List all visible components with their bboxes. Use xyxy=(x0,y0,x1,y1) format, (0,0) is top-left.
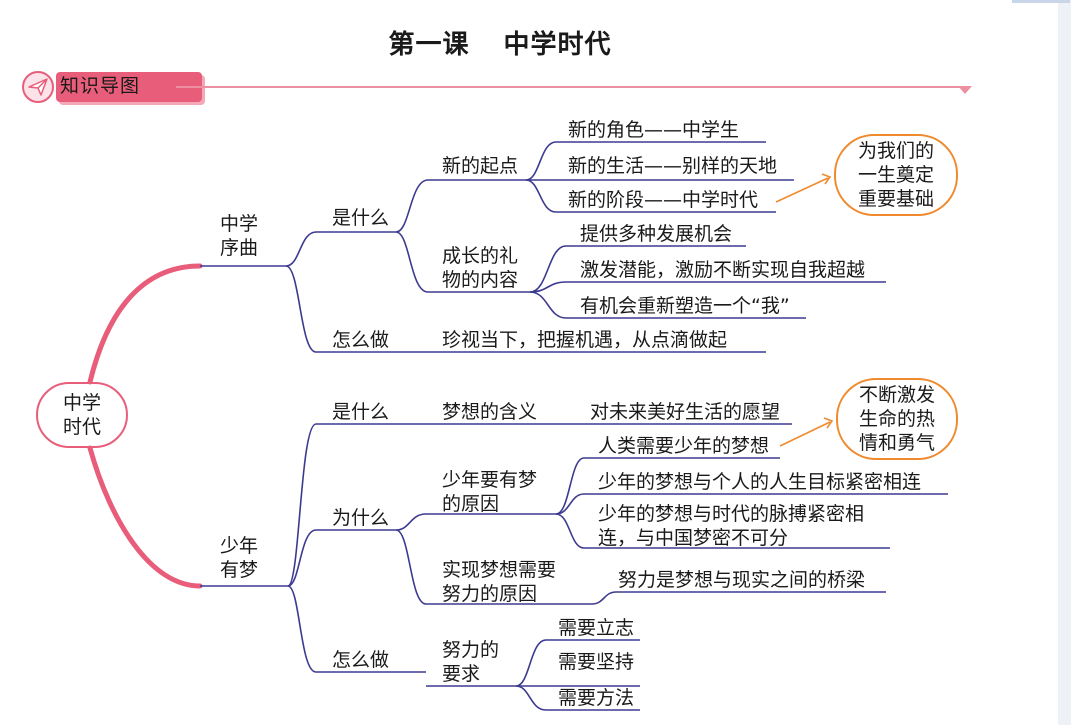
new-start-item-3: 新的阶段——中学时代 xyxy=(568,189,759,211)
paper-plane-icon xyxy=(22,71,54,103)
banner-rule-end xyxy=(958,86,972,94)
new-start-item-1: 新的角色——中学生 xyxy=(568,119,740,141)
prelude-how-label: 怎么做 xyxy=(332,329,390,351)
branch-dream: 少年有梦 xyxy=(220,535,259,581)
note-foundation-text: 为我们的一生奠定重要基础 xyxy=(857,140,934,210)
effort-requirement-label: 努力的要求 xyxy=(442,639,500,685)
requirement-item-3: 需要方法 xyxy=(558,687,635,709)
note-arrows xyxy=(775,173,834,447)
dream-reason-label: 少年要有梦的原因 xyxy=(442,469,538,515)
dream-how-label: 怎么做 xyxy=(332,649,390,671)
banner-label: 知识导图 xyxy=(60,75,141,97)
dream-meaning-item: 对未来美好生活的愿望 xyxy=(590,401,781,423)
dream-why-label: 为什么 xyxy=(332,507,390,529)
requirement-item-2: 需要坚持 xyxy=(558,651,635,673)
gift-item-1: 提供多种发展机会 xyxy=(580,223,733,245)
note-passion: 不断激发生命的热情和勇气 xyxy=(836,378,958,460)
root-connectors xyxy=(87,263,203,589)
dream-meaning-label: 梦想的含义 xyxy=(442,401,538,423)
note-passion-text: 不断激发生命的热情和勇气 xyxy=(858,384,935,454)
title-topic: 中学时代 xyxy=(503,30,612,60)
requirement-item-1: 需要立志 xyxy=(558,617,635,639)
root-node: 中学时代 xyxy=(36,382,128,448)
effort-reason-item: 努力是梦想与现实之间的桥梁 xyxy=(618,569,866,591)
prelude-how-item: 珍视当下，把握机遇，从点滴做起 xyxy=(442,329,728,351)
gift-item-2: 激发潜能，激励不断实现自我超越 xyxy=(580,259,866,281)
effort-reason-label: 实现梦想需要努力的原因 xyxy=(442,559,557,605)
new-start-item-2: 新的生活——别样的天地 xyxy=(568,155,778,177)
new-start-label: 新的起点 xyxy=(442,155,519,177)
dream-reason-item-2: 少年的梦想与个人的人生目标紧密相连 xyxy=(598,471,922,493)
purple-connectors xyxy=(200,141,948,711)
page-title: 第一课 中学时代 xyxy=(0,24,1000,61)
dream-reason-item-1: 人类需要少年的梦想 xyxy=(598,435,770,457)
note-foundation: 为我们的一生奠定重要基础 xyxy=(834,134,958,216)
gift-item-3: 有机会重新塑造一个“我” xyxy=(580,295,790,317)
banner-rule xyxy=(176,86,968,88)
gift-content-label: 成长的礼物的内容 xyxy=(442,245,519,291)
root-label: 中学时代 xyxy=(62,392,101,438)
branch-prelude: 中学序曲 xyxy=(220,213,259,259)
scroll-indicator xyxy=(1012,0,1070,3)
connector-root-to-prelude xyxy=(87,263,203,385)
connector-root-to-dream xyxy=(87,445,203,589)
dream-what-label: 是什么 xyxy=(332,401,390,423)
dream-reason-item-3: 少年的梦想与时代的脉搏紧密相连，与中国梦密不可分 xyxy=(598,503,865,549)
title-lesson: 第一课 xyxy=(388,30,470,60)
prelude-what-label: 是什么 xyxy=(332,207,390,229)
right-scroll-strip xyxy=(1012,0,1071,725)
